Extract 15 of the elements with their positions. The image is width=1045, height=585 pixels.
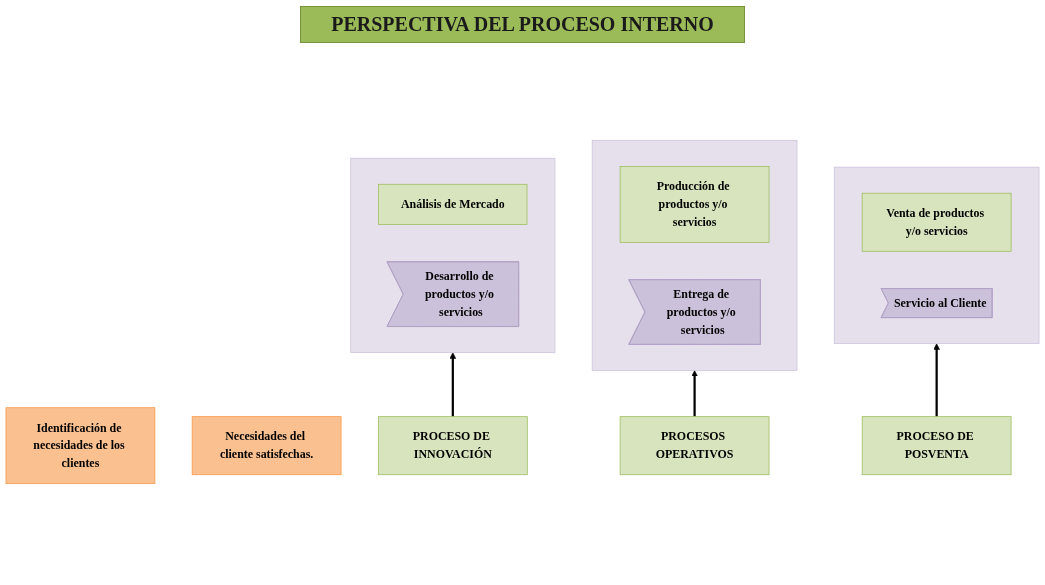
- arrow: [691, 370, 698, 417]
- node-box: PROCESO DE INNOVACIÓN: [377, 416, 528, 476]
- title-banner: PERSPECTIVA DEL PROCESO INTERNO: [300, 6, 745, 43]
- cluster: [350, 157, 556, 353]
- arrow: [933, 343, 940, 417]
- cluster: [591, 139, 798, 371]
- node-box: PROCESOS OPERATIVOS: [619, 416, 770, 476]
- node-box: Venta de productos y/o servicios: [861, 192, 1012, 252]
- node-box: Identificación de necesidades de los clientes: [5, 407, 156, 485]
- node-box: Necesidades del cliente satisfechas.: [191, 416, 342, 476]
- node-box: Análisis de Mercado: [378, 183, 528, 225]
- node-box: Producción de productos y/o servicios: [619, 166, 770, 243]
- node-box: PROCESO DE POSVENTA: [861, 416, 1012, 476]
- arrow: [449, 352, 457, 417]
- cluster: [833, 166, 1040, 344]
